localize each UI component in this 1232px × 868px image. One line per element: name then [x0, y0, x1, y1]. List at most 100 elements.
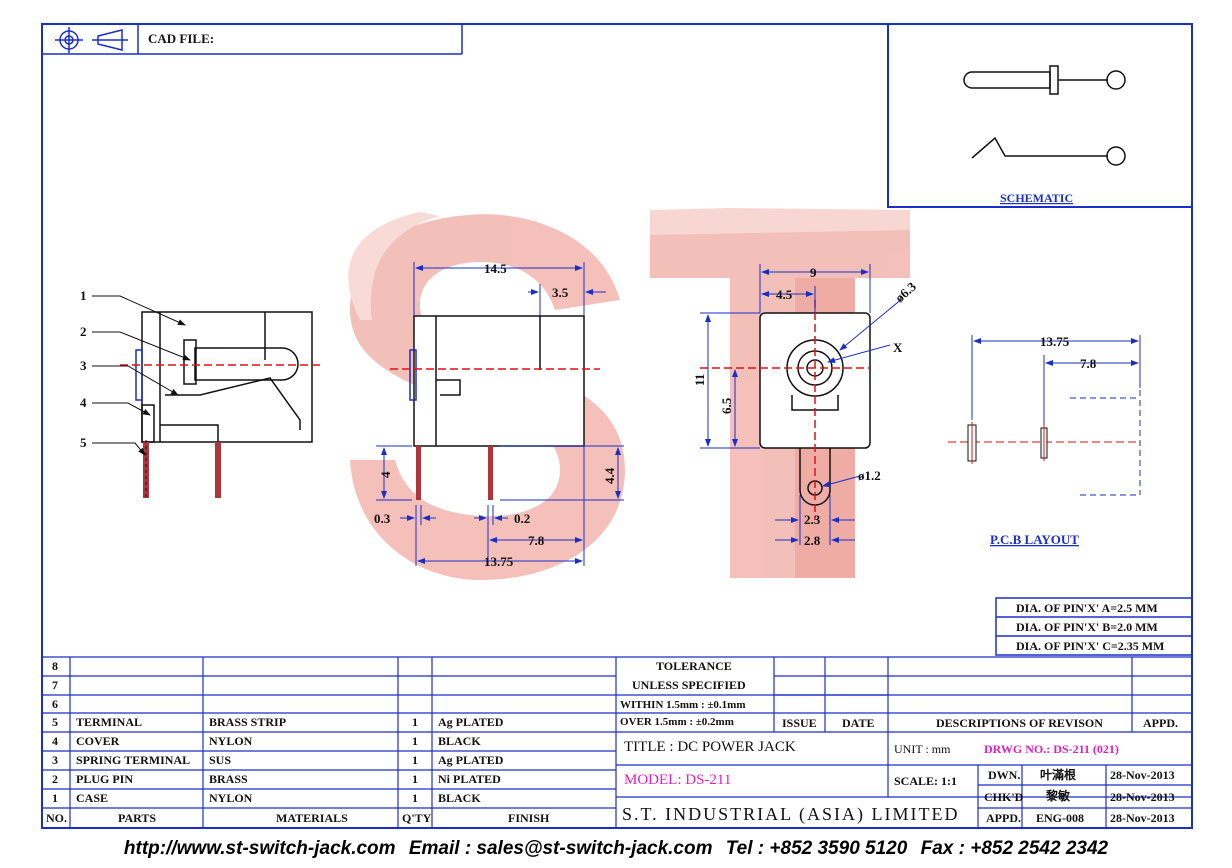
dim-front-top-right: 3.5 [552, 285, 569, 300]
bom-qty: 1 [412, 753, 418, 767]
pin-dia-a: DIA. OF PIN'X' A=2.5 MM [1016, 601, 1158, 615]
contact-footer: http://www.st-switch-jack.com Email : sa… [0, 838, 1232, 866]
bom-empty-6: 6 [52, 697, 58, 711]
date-header: DATE [842, 716, 875, 730]
bom-qty: 1 [412, 734, 418, 748]
dim-front-pin-right: 4.4 [602, 467, 617, 484]
bom-part: COVER [76, 734, 120, 748]
scale-label: SCALE: 1:1 [894, 774, 958, 788]
schematic-label: SCHEMATIC [1000, 191, 1073, 205]
bom-material: SUS [209, 753, 232, 767]
callout-1: 1 [80, 288, 87, 303]
bom-header-materials: MATERIALS [276, 811, 348, 825]
dim-side-height: 11 [692, 374, 707, 386]
tolerance-line-1: TOLERANCE [656, 659, 732, 673]
bom-empty-8: 8 [52, 659, 58, 673]
tolerance-line-4: OVER 1.5mm : ±0.2mm [620, 716, 734, 728]
email-link[interactable]: Email : sales@st-switch-jack.com [408, 838, 713, 859]
callout-3: 3 [80, 358, 87, 373]
jack-face-dimensions [700, 264, 904, 545]
dim-side-bottom-a: 2.3 [804, 512, 821, 527]
appd-header: APPD. [1143, 716, 1178, 730]
projection-symbol-icon [55, 27, 128, 53]
dim-pcb-pitch: 7.8 [1080, 356, 1097, 371]
part-callouts [92, 295, 191, 456]
bom-part: SPRING TERMINAL [76, 753, 191, 767]
dim-side-center: 6.5 [719, 397, 734, 414]
title-block-grid [42, 656, 1192, 828]
company-name: S.T. INDUSTRIAL (ASIA) LIMITED [622, 804, 960, 824]
drawing-number: DRWG NO.: DS-211 (021) [984, 742, 1119, 756]
front-view [390, 315, 600, 447]
bom-header-no: NO. [46, 811, 67, 825]
bom-no: 4 [52, 734, 58, 748]
tel-text: Tel : +852 3590 5120 [725, 838, 908, 859]
tolerance-line-3: WITHIN 1.5mm : ±0.1mm [620, 699, 746, 711]
appd-label: APPD. [986, 811, 1021, 825]
website-link[interactable]: http://www.st-switch-jack.com [123, 838, 396, 859]
descriptions-header: DESCRIPTIONS OF REVISON [936, 716, 1103, 730]
cad-header [42, 24, 463, 55]
issue-header: ISSUE [782, 716, 817, 730]
fax-text: Fax : +852 2542 2342 [920, 838, 1109, 859]
appd-name: ENG-008 [1036, 811, 1084, 825]
pin-dia-box [995, 597, 1193, 656]
callout-4: 4 [80, 395, 87, 410]
bom-header-parts: PARTS [118, 811, 157, 825]
dim-pcb-total: 13.75 [1040, 334, 1070, 349]
bom-qty: 1 [412, 772, 418, 786]
bom-qty: 1 [412, 791, 418, 805]
dim-side-hole: ø1.2 [858, 468, 881, 483]
bom-material: BRASS [209, 772, 248, 786]
bom-no: 3 [52, 753, 58, 767]
model-label: MODEL: DS-211 [624, 772, 732, 788]
dim-side-half: 4.5 [776, 287, 793, 302]
dim-side-pin-mark: X [893, 340, 903, 355]
schematic-box [887, 23, 1193, 208]
dim-side-width: 9 [810, 265, 817, 280]
dwn-label: DWN. [988, 768, 1021, 782]
bom-material: NYLON [209, 734, 253, 748]
dim-front-width: 14.5 [484, 261, 507, 276]
dim-front-pin-pitch: 7.8 [528, 533, 545, 548]
bom-part: CASE [76, 791, 109, 805]
bom-part: PLUG PIN [76, 772, 133, 786]
pcb-layout [948, 335, 1141, 496]
chkd-date: 28-Nov-2013 [1110, 790, 1175, 804]
pcb-layout-label: P.C.B LAYOUT [990, 532, 1079, 547]
bom-no: 1 [52, 791, 58, 805]
side-view-pins [143, 440, 221, 500]
chkd-label: CHK'D [984, 790, 1024, 804]
pin-dia-c: DIA. OF PIN'X' C=2.35 MM [1016, 639, 1164, 653]
dwn-name: 叶滿根 [1040, 768, 1077, 782]
dim-front-height-small: 4 [378, 471, 393, 478]
bom-finish: Ni PLATED [438, 772, 501, 786]
bom-no: 2 [52, 772, 58, 786]
front-view-dimensions [376, 262, 624, 566]
appd-date: 28-Nov-2013 [1110, 811, 1175, 825]
bom-header-finish: FINISH [508, 811, 550, 825]
bom-finish: BLACK [438, 791, 481, 805]
dim-side-bottom-b: 2.8 [804, 533, 821, 548]
bom-part: TERMINAL [76, 715, 143, 729]
front-pin-left [416, 446, 421, 500]
dim-front-pin-width: 0.2 [514, 511, 530, 526]
cad-file-label: CAD FILE: [148, 31, 215, 46]
bom-qty: 1 [412, 715, 418, 729]
bom-material: BRASS STRIP [209, 715, 287, 729]
bom-finish: Ag PLATED [438, 753, 504, 767]
pin-dia-b: DIA. OF PIN'X' B=2.0 MM [1016, 620, 1158, 634]
bom-material: NYLON [209, 791, 253, 805]
front-pin-right [488, 446, 493, 500]
dwn-date: 28-Nov-2013 [1110, 768, 1175, 782]
dim-front-total: 13.75 [484, 554, 514, 569]
bom-no: 5 [52, 715, 58, 729]
dim-front-left-gap: 0.3 [374, 511, 391, 526]
callout-5: 5 [80, 435, 87, 450]
side-section-view [120, 311, 320, 498]
bom-empty-7: 7 [52, 678, 58, 692]
bom-finish: Ag PLATED [438, 715, 504, 729]
dim-side-dia: ø6.3 [892, 279, 919, 306]
bom-header-qty: Q'TY [402, 811, 432, 825]
